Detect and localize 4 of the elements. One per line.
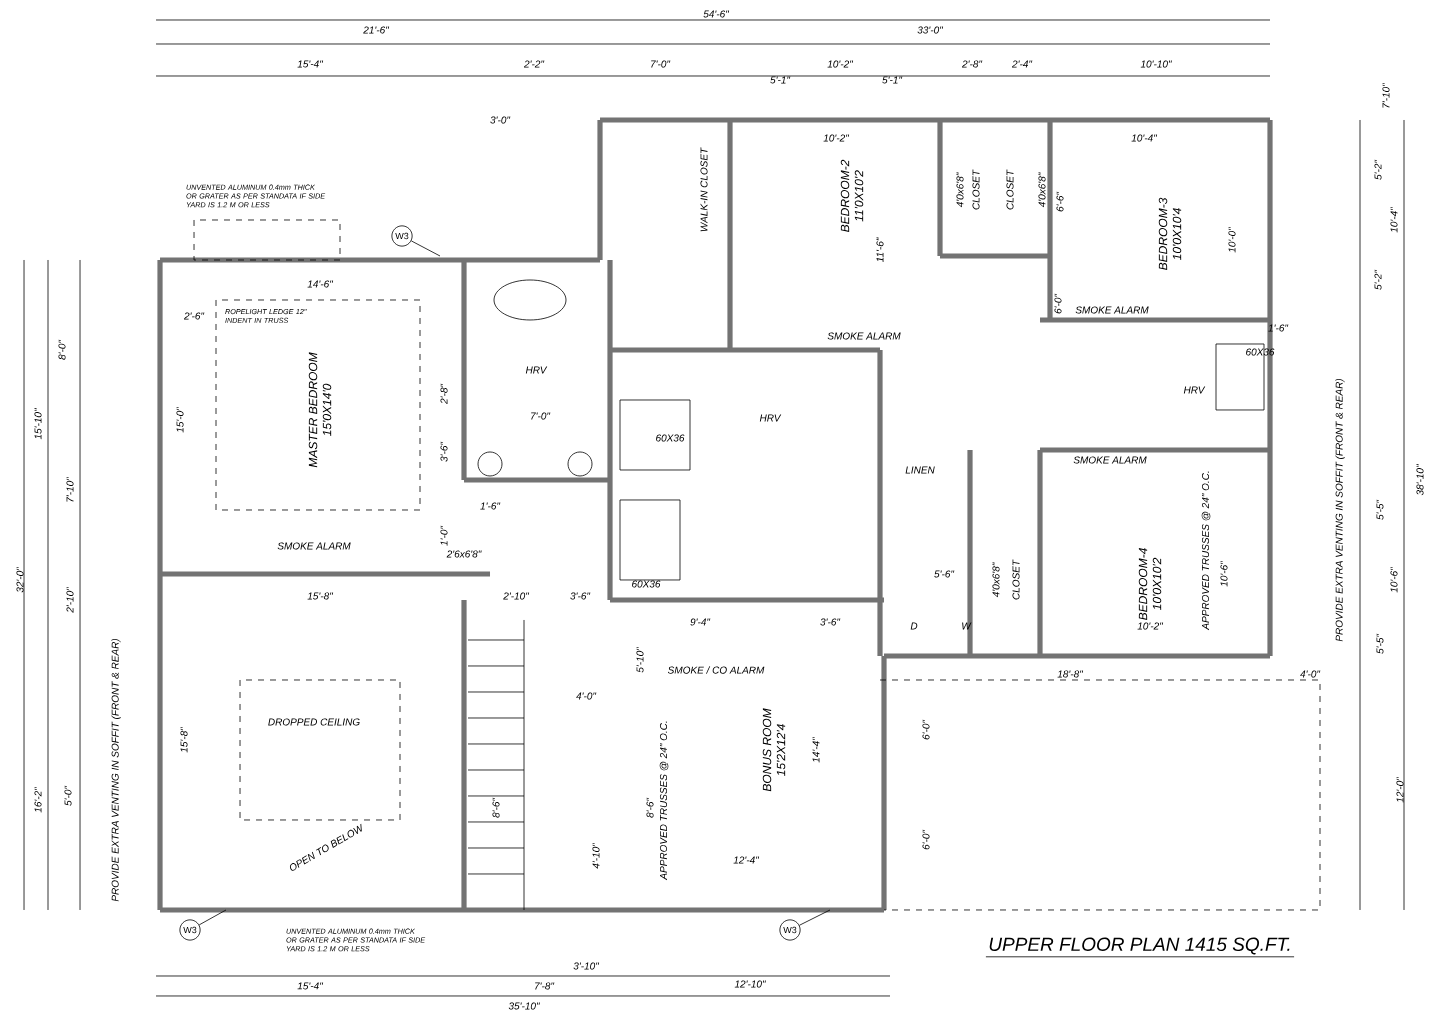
leader-line (410, 240, 441, 257)
leader-line (198, 909, 227, 926)
plan-title: UPPER FLOOR PLAN 1415 SQ.FT. (985, 937, 1295, 958)
leader-line (799, 909, 831, 926)
